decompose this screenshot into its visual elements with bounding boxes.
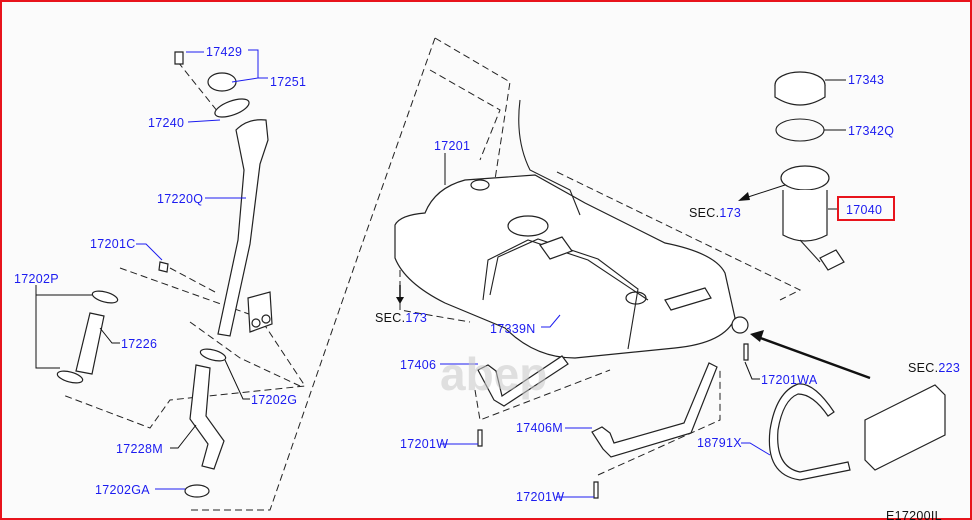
clamp-upper-icon — [91, 290, 119, 304]
strap-17406m-icon — [591, 362, 718, 458]
fuel-cap-icon — [207, 72, 237, 92]
label-17342q[interactable]: 17342Q — [848, 124, 894, 138]
label-17406[interactable]: 17406 — [400, 358, 436, 372]
label-17201[interactable]: 17201 — [434, 139, 470, 153]
label-18791x[interactable]: 18791X — [697, 436, 742, 450]
label-17251[interactable]: 17251 — [270, 75, 306, 89]
hose-17226-icon — [75, 312, 105, 375]
tank-pump-opening — [507, 215, 549, 237]
sec-prefix: SEC. — [375, 311, 405, 325]
o-ring-icon — [775, 118, 825, 142]
straps-canister-drawing — [396, 285, 946, 499]
label-17240[interactable]: 17240 — [148, 116, 184, 130]
label-17201w-a[interactable]: 17201W — [400, 437, 448, 451]
watermark-logo: abep — [440, 348, 547, 400]
figure-code: E17200IL — [886, 509, 942, 520]
sec-number: 223 — [938, 361, 960, 375]
vent-tube — [518, 99, 581, 216]
label-17201wa[interactable]: 17201WA — [761, 373, 818, 387]
bolt-17201wa-icon — [743, 343, 749, 361]
hose-17228m-icon — [189, 364, 225, 470]
bolt-17201c-icon — [158, 261, 169, 273]
filler-gasket-icon — [214, 98, 250, 118]
label-17201w-b[interactable]: 17201W — [516, 490, 564, 504]
label-sec173-left[interactable]: SEC.173 — [375, 311, 427, 325]
sec-prefix: SEC. — [689, 206, 719, 220]
label-17202g[interactable]: 17202G — [251, 393, 297, 407]
tank-fitting-icon — [731, 316, 749, 334]
fuel-pump-body-icon — [782, 190, 828, 242]
label-17040[interactable]: 17040 — [846, 203, 882, 217]
part-labels: 17429 17251 17240 17220Q 17201C 17202P 1… — [14, 45, 960, 520]
label-sec223[interactable]: SEC.223 — [908, 361, 960, 375]
highlight-box-17040 — [837, 196, 895, 221]
clamp-17202g-icon — [199, 348, 227, 362]
pump-flange-icon — [780, 165, 830, 191]
tank-body-icon — [394, 174, 736, 359]
sec-number: 173 — [719, 206, 741, 220]
label-17202p[interactable]: 17202P — [14, 272, 59, 286]
clamp-17202ga-icon — [184, 484, 210, 498]
clamp-lower-icon — [56, 370, 84, 384]
label-17226[interactable]: 17226 — [121, 337, 157, 351]
pump-assembly-drawing — [738, 71, 845, 271]
label-17429[interactable]: 17429 — [206, 45, 242, 59]
filler-tube-icon — [217, 119, 269, 337]
strap-17406-icon — [477, 355, 569, 407]
hose-18791x-icon — [768, 383, 851, 481]
filler-bracket-icon — [247, 291, 273, 333]
evap-canister-icon — [864, 384, 946, 471]
label-17343[interactable]: 17343 — [848, 73, 884, 87]
label-17339n[interactable]: 17339N — [490, 322, 536, 336]
label-17406m[interactable]: 17406M — [516, 421, 563, 435]
label-17220q[interactable]: 17220Q — [157, 192, 203, 206]
fuel-level-sender-icon — [819, 249, 845, 271]
leader-lines — [35, 49, 846, 498]
label-17201c[interactable]: 17201C — [90, 237, 136, 251]
label-17228m[interactable]: 17228M — [116, 442, 163, 456]
label-17202ga[interactable]: 17202GA — [95, 483, 150, 497]
bolt-17429-icon — [174, 51, 184, 65]
filler-neck-drawing — [56, 51, 273, 498]
dashed-outlines — [62, 37, 802, 511]
label-sec173-right[interactable]: SEC.173 — [689, 206, 741, 220]
bolt-17201w-a-icon — [477, 429, 483, 447]
sec-number: 173 — [405, 311, 427, 325]
fuel-tank-drawing — [394, 99, 749, 359]
sec-prefix: SEC. — [908, 361, 938, 375]
bolt-17201w-b-icon — [593, 481, 599, 499]
